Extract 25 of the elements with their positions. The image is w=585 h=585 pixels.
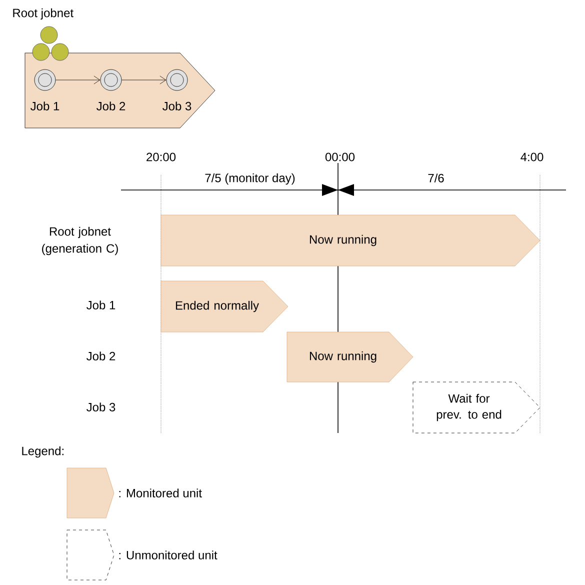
job-icon bbox=[166, 69, 188, 91]
date-label: 7/5 (monitor day) bbox=[205, 173, 295, 185]
row-label: Job 1 bbox=[86, 300, 116, 310]
job-icon bbox=[100, 69, 122, 91]
monitored-bar: Now running bbox=[160, 214, 540, 266]
job-icon bbox=[34, 69, 56, 91]
legend-title: Legend: bbox=[22, 446, 64, 458]
job-label: Job 2 bbox=[96, 102, 126, 110]
job-label: Job 1 bbox=[30, 102, 60, 110]
time-label: 00:00 bbox=[325, 152, 355, 162]
row-label: Root jobnet (generation C) bbox=[42, 226, 118, 256]
time-label: 20:00 bbox=[146, 152, 176, 162]
row-label: Job 3 bbox=[86, 402, 116, 412]
time-label: 4:00 bbox=[520, 152, 544, 162]
monitored-bar: Now running bbox=[286, 332, 414, 382]
row-label: Job 2 bbox=[86, 352, 116, 360]
arrow bbox=[122, 76, 166, 84]
legend-text: : Unmonitored unit bbox=[119, 550, 218, 560]
job-label: Job 3 bbox=[162, 102, 192, 110]
monitored-bar: Ended normally bbox=[160, 280, 288, 332]
date-label: 7/6 bbox=[428, 174, 444, 182]
legend-text: : Monitored unit bbox=[119, 488, 202, 498]
unmonitored-bar: Wait for prev. to end bbox=[412, 382, 540, 434]
node-label: Root jobnet bbox=[13, 8, 74, 20]
arrow bbox=[56, 76, 100, 84]
